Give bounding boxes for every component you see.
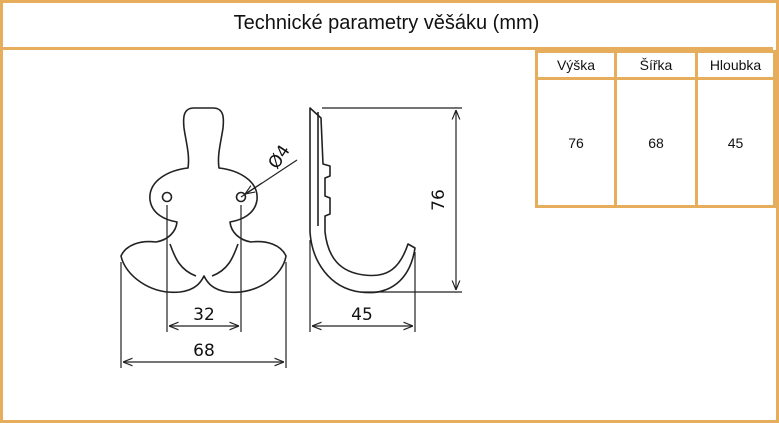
hole-diameter-callout bbox=[240, 159, 298, 198]
value-height: 76 bbox=[535, 77, 617, 208]
title-bar: Technické parametry věšáku (mm) bbox=[0, 0, 773, 50]
table-row: 76 68 45 bbox=[535, 77, 776, 208]
header-width: Šířka bbox=[614, 50, 698, 80]
hole-spacing-label: 32 bbox=[193, 305, 215, 325]
left-hole-icon bbox=[161, 191, 173, 203]
hole-diameter-label: Ø4 bbox=[265, 142, 295, 173]
table-header-row: Výška Šířka Hloubka bbox=[535, 50, 776, 80]
side-dimension-lines bbox=[309, 107, 462, 332]
value-depth: 45 bbox=[695, 77, 776, 208]
header-depth: Hloubka bbox=[695, 50, 776, 80]
page-title: Technické parametry věšáku (mm) bbox=[233, 12, 540, 34]
hook-side-view bbox=[309, 107, 416, 294]
front-dimension-lines bbox=[120, 205, 287, 368]
right-hole-icon bbox=[235, 191, 247, 203]
width-label: 68 bbox=[193, 341, 215, 361]
height-label: 76 bbox=[429, 189, 449, 211]
spec-table: Výška Šířka Hloubka 76 68 45 bbox=[535, 50, 776, 208]
hook-front-view bbox=[120, 107, 287, 294]
depth-label: 45 bbox=[351, 305, 373, 325]
header-height: Výška bbox=[535, 50, 617, 80]
value-width: 68 bbox=[614, 77, 698, 208]
